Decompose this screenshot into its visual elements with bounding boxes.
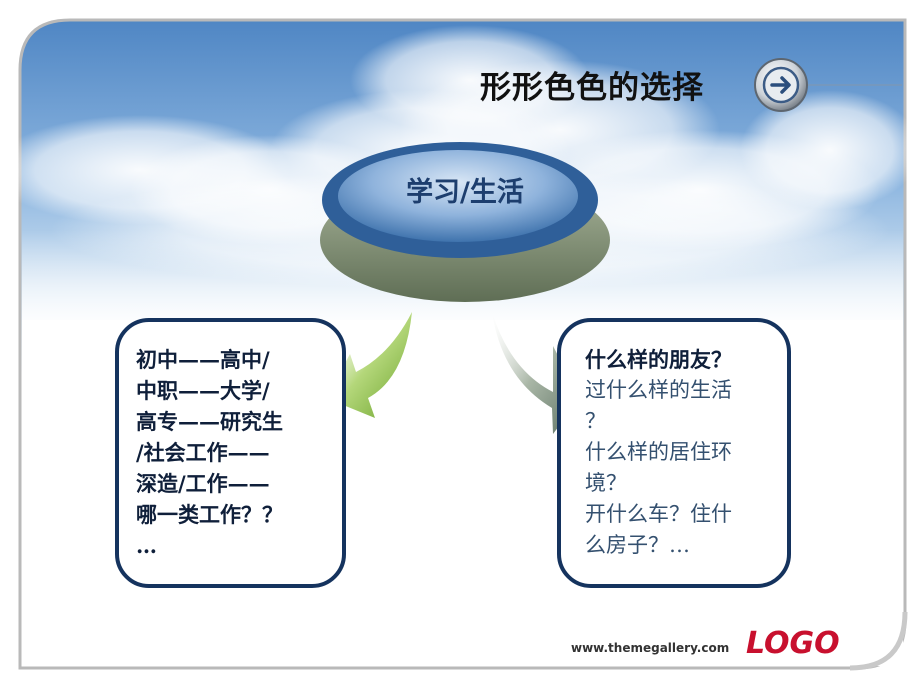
arrow-right-icon[interactable] bbox=[752, 56, 810, 114]
hub-button bbox=[320, 142, 610, 302]
left-box-line: 哪一类工作？？ bbox=[136, 502, 283, 527]
footer-url: www.themegallery.com bbox=[571, 641, 730, 655]
left-box-line: /社会工作—— bbox=[136, 440, 270, 465]
right-box-line: 什么样的居住环 bbox=[585, 440, 732, 464]
right-box bbox=[557, 318, 791, 588]
arrow-left-curved bbox=[326, 312, 412, 418]
right-box-line: 境？ bbox=[585, 471, 627, 495]
left-box-text: 初中——高中/ 中职——大学/ 高专——研究生 /社会工作—— 深造/工作—— … bbox=[136, 344, 331, 561]
left-box-line: 深造/工作—— bbox=[136, 471, 270, 496]
right-box-line: 么房子？… bbox=[585, 533, 690, 557]
left-box-line: 中职——大学/ bbox=[136, 378, 270, 403]
right-box-line: 过什么样的生活 bbox=[585, 378, 732, 402]
logo: LOGO bbox=[746, 626, 840, 661]
left-box-line: … bbox=[136, 533, 157, 558]
left-box-line: 高专——研究生 bbox=[136, 409, 283, 434]
hub-label: 学习/生活 bbox=[406, 177, 524, 208]
right-box-line: 开什么车？住什 bbox=[585, 502, 732, 526]
right-box-line: ？ bbox=[585, 409, 606, 433]
left-box-line: 初中——高中/ bbox=[136, 347, 270, 372]
left-box bbox=[115, 318, 346, 588]
right-box-heading: 什么样的朋友？ bbox=[585, 347, 732, 372]
slide-title: 形形色色的选择 bbox=[480, 70, 704, 106]
right-box-text: 什么样的朋友？ 过什么样的生活 ？ 什么样的居住环 境？ 开什么车？住什 么房子… bbox=[585, 344, 775, 561]
